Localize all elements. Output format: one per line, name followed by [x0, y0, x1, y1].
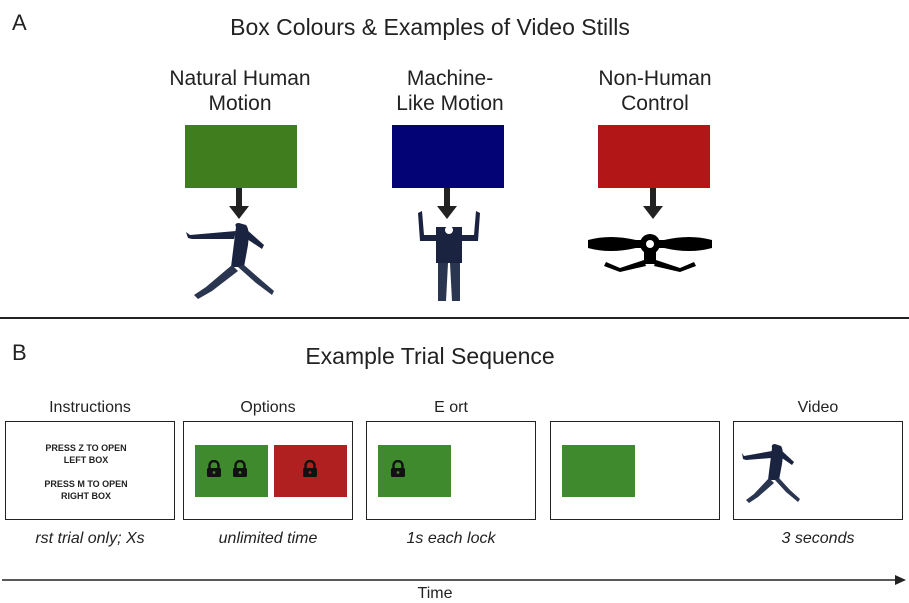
category-label-control-line2: Control — [621, 92, 689, 115]
panel-b-title: Example Trial Sequence — [305, 343, 555, 369]
down-arrow-icon — [643, 188, 663, 219]
green-unlocked-box — [562, 445, 635, 497]
category-label-machine: Machine- Like Motion — [340, 66, 560, 116]
caption-effort: 1s each lock — [406, 530, 496, 547]
video-still-human — [742, 444, 800, 503]
time-arrow-icon — [2, 575, 906, 585]
caption-options: unlimited time — [218, 530, 318, 547]
down-arrow-icon — [229, 188, 249, 219]
category-label-natural: Natural Human Motion — [130, 66, 350, 116]
panel-a-title: Box Colours & Examples of Video Stills — [230, 14, 630, 40]
category-label-control-line1: Non-Human — [598, 67, 712, 90]
red-option-box — [274, 445, 347, 497]
instruction-line3: PRESS M TO OPEN — [44, 479, 128, 489]
instruction-text-z: PRESS Z TO OPEN LEFT BOX — [6, 442, 166, 466]
instruction-line4: RIGHT BOX — [60, 491, 111, 501]
caption-video: 3 seconds — [781, 530, 855, 547]
lock-icon — [233, 460, 247, 477]
instructions-frame: PRESS Z TO OPEN LEFT BOX PRESS M TO OPEN… — [5, 421, 175, 520]
section-divider — [0, 317, 909, 319]
frame-title-instructions: Instructions — [49, 399, 131, 416]
instruction-line1: PRESS Z TO OPEN — [45, 443, 127, 453]
lock-icon — [303, 460, 317, 477]
instruction-line2: LEFT BOX — [63, 455, 109, 465]
green-effort-box — [378, 445, 451, 497]
category-label-natural-line1: Natural Human — [169, 67, 311, 90]
category-label-control: Non-Human Control — [545, 66, 765, 116]
green-option-box — [195, 445, 268, 497]
instruction-text-m: PRESS M TO OPEN RIGHT BOX — [6, 478, 166, 502]
human-lunge-still — [186, 223, 274, 299]
panel-a-letter: A — [12, 10, 27, 35]
frame-title-video: Video — [797, 399, 839, 416]
effort-frame — [366, 421, 536, 520]
unlocked-box-frame — [550, 421, 720, 520]
options-frame — [183, 421, 353, 520]
abstract-shape-still — [588, 234, 712, 272]
lock-icon — [391, 460, 405, 477]
blue-colour-box — [392, 125, 504, 188]
human-arms-up-still — [418, 211, 480, 301]
video-frame — [733, 421, 903, 520]
lock-icon — [207, 460, 221, 477]
caption-instructions: rst trial only; Xs — [35, 530, 145, 547]
red-colour-box — [598, 125, 710, 188]
green-colour-box — [185, 125, 297, 188]
frame-title-effort: E ort — [434, 399, 468, 416]
category-label-machine-line2: Like Motion — [396, 92, 504, 115]
category-label-natural-line2: Motion — [208, 92, 272, 115]
panel-b-letter: B — [12, 340, 27, 365]
time-axis-label: Time — [417, 585, 453, 602]
category-label-machine-line1: Machine- — [406, 67, 494, 90]
down-arrow-icon — [437, 188, 457, 219]
frame-title-options: Options — [240, 399, 296, 416]
